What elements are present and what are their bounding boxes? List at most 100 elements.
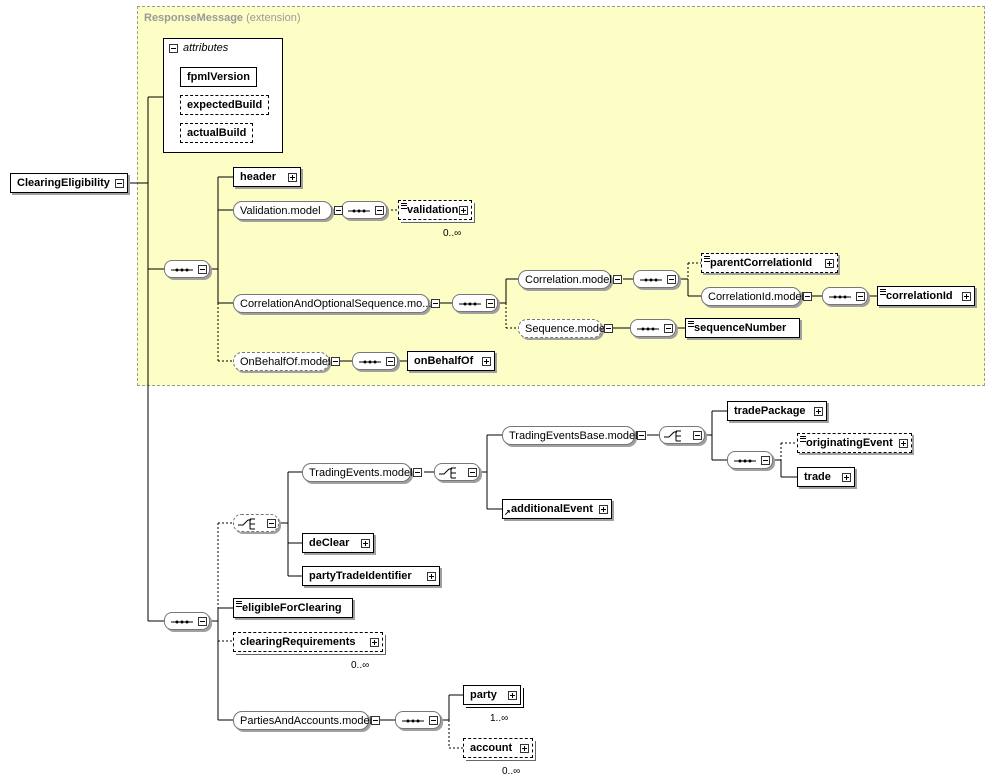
- expand-icon[interactable]: [899, 439, 908, 448]
- text-content-icon: [688, 321, 694, 327]
- collapse-icon[interactable]: [267, 519, 276, 528]
- element-party-trade-identifier[interactable]: partyTradeIdentifier: [302, 566, 440, 586]
- collapse-icon[interactable]: [856, 292, 865, 301]
- choice-compositor[interactable]: [434, 463, 480, 481]
- collapse-icon[interactable]: [386, 357, 395, 366]
- attr-expected-build[interactable]: expectedBuild: [180, 95, 270, 115]
- collapse-icon[interactable]: [375, 206, 384, 215]
- cardinality: 1..∞: [490, 713, 509, 724]
- collapse-icon[interactable]: [637, 431, 646, 440]
- expand-icon[interactable]: [814, 407, 823, 416]
- collapse-icon[interactable]: [468, 468, 477, 477]
- expand-icon[interactable]: [459, 206, 468, 215]
- sequence-compositor[interactable]: [164, 612, 210, 630]
- collapse-icon[interactable]: [613, 275, 622, 284]
- expand-icon[interactable]: [482, 357, 491, 366]
- expand-icon[interactable]: [361, 539, 370, 548]
- attr-fpml-version[interactable]: fpmlVersion: [180, 67, 257, 87]
- element-party[interactable]: party: [463, 685, 521, 705]
- choice-compositor[interactable]: [659, 426, 705, 444]
- sequence-compositor[interactable]: [727, 451, 773, 469]
- expand-icon[interactable]: [427, 572, 436, 581]
- sequence-compositor[interactable]: [452, 294, 498, 312]
- element-label: additionalEvent: [511, 503, 593, 515]
- group-correlation-id-model[interactable]: CorrelationId.model: [701, 287, 812, 306]
- group-correlation-model[interactable]: Correlation.model: [518, 270, 622, 289]
- sequence-compositor[interactable]: [633, 270, 679, 288]
- element-label: correlationId: [886, 290, 953, 302]
- group-trading-events-model[interactable]: TradingEvents.model: [302, 463, 422, 482]
- sequence-compositor[interactable]: [630, 319, 676, 337]
- expand-icon[interactable]: [370, 638, 379, 647]
- attr-actual-build[interactable]: actualBuild: [180, 123, 254, 143]
- collapse-icon[interactable]: [693, 431, 702, 440]
- element-originating-event[interactable]: originatingEvent: [797, 433, 912, 453]
- element-clearing-requirements[interactable]: clearingRequirements: [233, 632, 383, 652]
- expand-icon[interactable]: [825, 259, 834, 268]
- collapse-icon[interactable]: [413, 468, 422, 477]
- text-content-icon: [704, 256, 710, 262]
- text-content-icon: [880, 289, 886, 295]
- group-label: TradingEvents.model: [309, 467, 413, 479]
- collapse-icon[interactable]: [198, 617, 207, 626]
- element-sequence-number[interactable]: sequenceNumber: [685, 318, 800, 338]
- element-label: party: [470, 689, 497, 701]
- collapse-icon[interactable]: [604, 324, 613, 333]
- group-sequence-model[interactable]: Sequence.model: [518, 319, 613, 338]
- expand-icon[interactable]: [508, 691, 517, 700]
- expand-icon[interactable]: [599, 505, 608, 514]
- collapse-icon[interactable]: [761, 456, 770, 465]
- group-parties-and-accounts-model[interactable]: PartiesAndAccounts.model: [233, 711, 380, 730]
- sequence-compositor[interactable]: [822, 287, 868, 305]
- group-label: CorrelationId.model: [708, 291, 804, 303]
- element-label: partyTradeIdentifier: [309, 570, 412, 582]
- collapse-icon[interactable]: [429, 716, 438, 725]
- collapse-icon[interactable]: [169, 44, 178, 53]
- choice-compositor[interactable]: [233, 514, 279, 532]
- element-label: clearingRequirements: [240, 636, 356, 648]
- cardinality: 0..∞: [443, 228, 462, 239]
- sequence-compositor[interactable]: [395, 711, 441, 729]
- collapse-icon[interactable]: [115, 179, 124, 188]
- text-content-icon: [800, 436, 806, 442]
- expand-icon[interactable]: [962, 292, 971, 301]
- element-validation[interactable]: validation: [398, 200, 472, 220]
- element-de-clear[interactable]: deClear: [302, 533, 374, 553]
- element-account[interactable]: account: [463, 738, 533, 758]
- collapse-icon[interactable]: [667, 275, 676, 284]
- element-parent-correlation-id[interactable]: parentCorrelationId: [701, 253, 838, 273]
- sequence-compositor[interactable]: [352, 352, 398, 370]
- element-label: eligibleForClearing: [242, 602, 342, 614]
- group-on-behalf-of-model[interactable]: OnBehalfOf.model: [233, 352, 340, 371]
- expand-icon[interactable]: [842, 473, 851, 482]
- element-trade[interactable]: trade: [797, 467, 855, 487]
- collapse-icon[interactable]: [331, 357, 340, 366]
- element-trade-package[interactable]: tradePackage: [727, 401, 827, 421]
- expand-icon[interactable]: [288, 173, 297, 182]
- collapse-icon[interactable]: [803, 292, 812, 301]
- element-additional-event[interactable]: ↗ additionalEvent: [502, 499, 612, 519]
- group-correlation-and-optional-sequence-model[interactable]: CorrelationAndOptionalSequence.mo...: [233, 294, 440, 313]
- element-eligible-for-clearing[interactable]: eligibleForClearing: [233, 598, 353, 618]
- expand-icon[interactable]: [520, 744, 529, 753]
- collapse-icon[interactable]: [486, 299, 495, 308]
- element-label: deClear: [309, 537, 350, 549]
- collapse-icon[interactable]: [664, 324, 673, 333]
- group-trading-events-base-model[interactable]: TradingEventsBase.model: [502, 426, 646, 445]
- group-validation-model[interactable]: Validation.model: [233, 201, 343, 220]
- extension-title: ResponseMessage (extension): [144, 12, 301, 24]
- element-on-behalf-of[interactable]: onBehalfOf: [407, 351, 495, 371]
- collapse-icon[interactable]: [431, 299, 440, 308]
- sequence-compositor[interactable]: [164, 260, 210, 278]
- collapse-icon[interactable]: [198, 265, 207, 274]
- element-header[interactable]: header: [233, 167, 301, 187]
- collapse-icon[interactable]: [334, 206, 343, 215]
- element-label: header: [240, 171, 277, 183]
- element-label: onBehalfOf: [414, 355, 474, 367]
- collapse-icon[interactable]: [371, 716, 380, 725]
- sequence-compositor[interactable]: [341, 201, 387, 219]
- element-correlation-id[interactable]: correlationId: [877, 286, 975, 306]
- root-element[interactable]: ClearingEligibility: [10, 173, 128, 193]
- root-label: ClearingEligibility: [17, 177, 110, 189]
